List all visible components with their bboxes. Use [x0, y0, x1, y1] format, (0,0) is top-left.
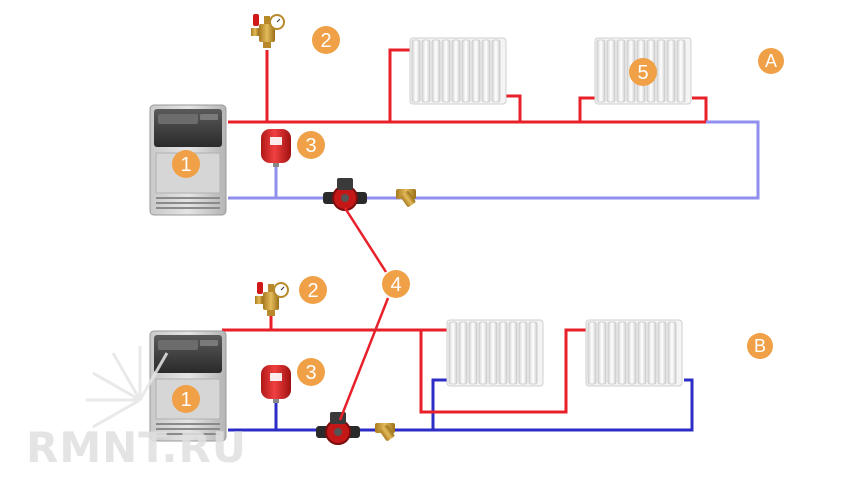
- scheme-a-air-vent-badge: 2: [312, 26, 340, 54]
- scheme-a: 1 2 3 5 A: [149, 13, 784, 216]
- scheme-a-radiator-1: [409, 37, 507, 105]
- pump-callout: 4: [338, 207, 410, 421]
- scheme-a-pump-icon: [322, 177, 368, 211]
- scheme-a-tank-number: 3: [305, 135, 316, 157]
- scheme-a-filter-icon: [396, 189, 417, 208]
- scheme-b-radiator-1: [446, 319, 544, 387]
- scheme-b-air-vent-number: 2: [307, 280, 318, 302]
- scheme-a-label-badge: A: [758, 48, 784, 74]
- scheme-b-pump-icon: [315, 411, 361, 445]
- pump-leader-line-b: [338, 297, 390, 421]
- watermark-text: RMNT.RU: [26, 423, 247, 472]
- scheme-a-return-pipe: [228, 120, 760, 200]
- scheme-b-boiler-badge: 1: [172, 385, 200, 413]
- scheme-a-boiler-badge: 1: [172, 150, 200, 178]
- scheme-a-tank-badge: 3: [297, 131, 325, 159]
- scheme-b-label-badge: B: [747, 333, 773, 359]
- scheme-b: 1 2 3 B: [149, 276, 773, 445]
- watermark-sunburst-icon: [86, 346, 169, 429]
- scheme-a-supply-pipe: [228, 48, 708, 124]
- scheme-b-label: B: [754, 336, 766, 356]
- scheme-b-safety-group-icon: [254, 281, 289, 317]
- scheme-b-boiler-number: 1: [180, 389, 191, 411]
- pump-badge: 4: [382, 270, 410, 298]
- scheme-b-filter-icon: [375, 423, 396, 442]
- scheme-b-tank-number: 3: [305, 362, 316, 384]
- scheme-b-return-pipe: [228, 378, 694, 432]
- scheme-b-expansion-tank-icon: [261, 365, 291, 403]
- scheme-a-label: A: [765, 51, 777, 71]
- pump-leader-line-a: [343, 207, 388, 273]
- scheme-b-radiator-2: [585, 319, 683, 387]
- watermark: RMNT.RU: [26, 346, 247, 472]
- scheme-a-boiler-number: 1: [180, 154, 191, 176]
- scheme-a-radiator-number: 5: [637, 62, 648, 84]
- scheme-b-tank-badge: 3: [297, 358, 325, 386]
- pump-number: 4: [390, 274, 401, 296]
- scheme-a-expansion-tank-icon: [261, 129, 291, 167]
- scheme-a-radiator-badge: 5: [629, 58, 657, 86]
- scheme-a-air-vent-number: 2: [320, 30, 331, 52]
- scheme-a-safety-group-icon: [250, 13, 285, 49]
- scheme-b-air-vent-badge: 2: [299, 276, 327, 304]
